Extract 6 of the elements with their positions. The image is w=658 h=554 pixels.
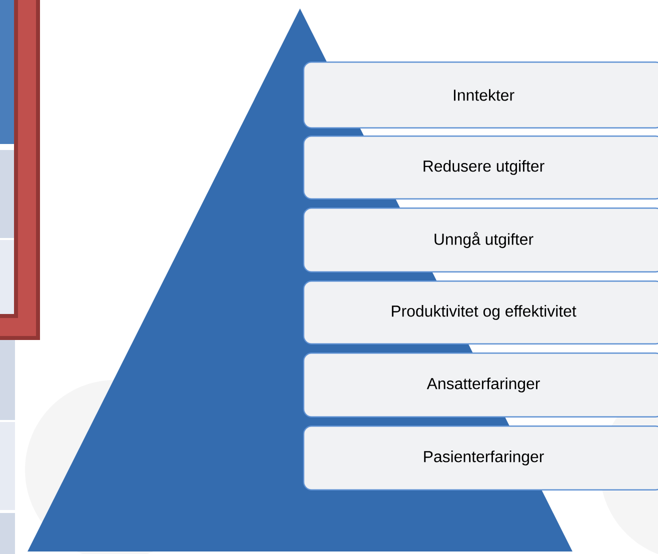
level-box: Produktivitet og effektivitet [303, 280, 658, 344]
level-box: Inntekter [303, 62, 658, 128]
level-box: Ansatterfaringer [303, 352, 658, 418]
level-box: Unngå utgifter [303, 208, 658, 272]
level-box: Redusere utgifter [303, 136, 658, 200]
level-box: Pasienterfaringer [303, 426, 658, 490]
